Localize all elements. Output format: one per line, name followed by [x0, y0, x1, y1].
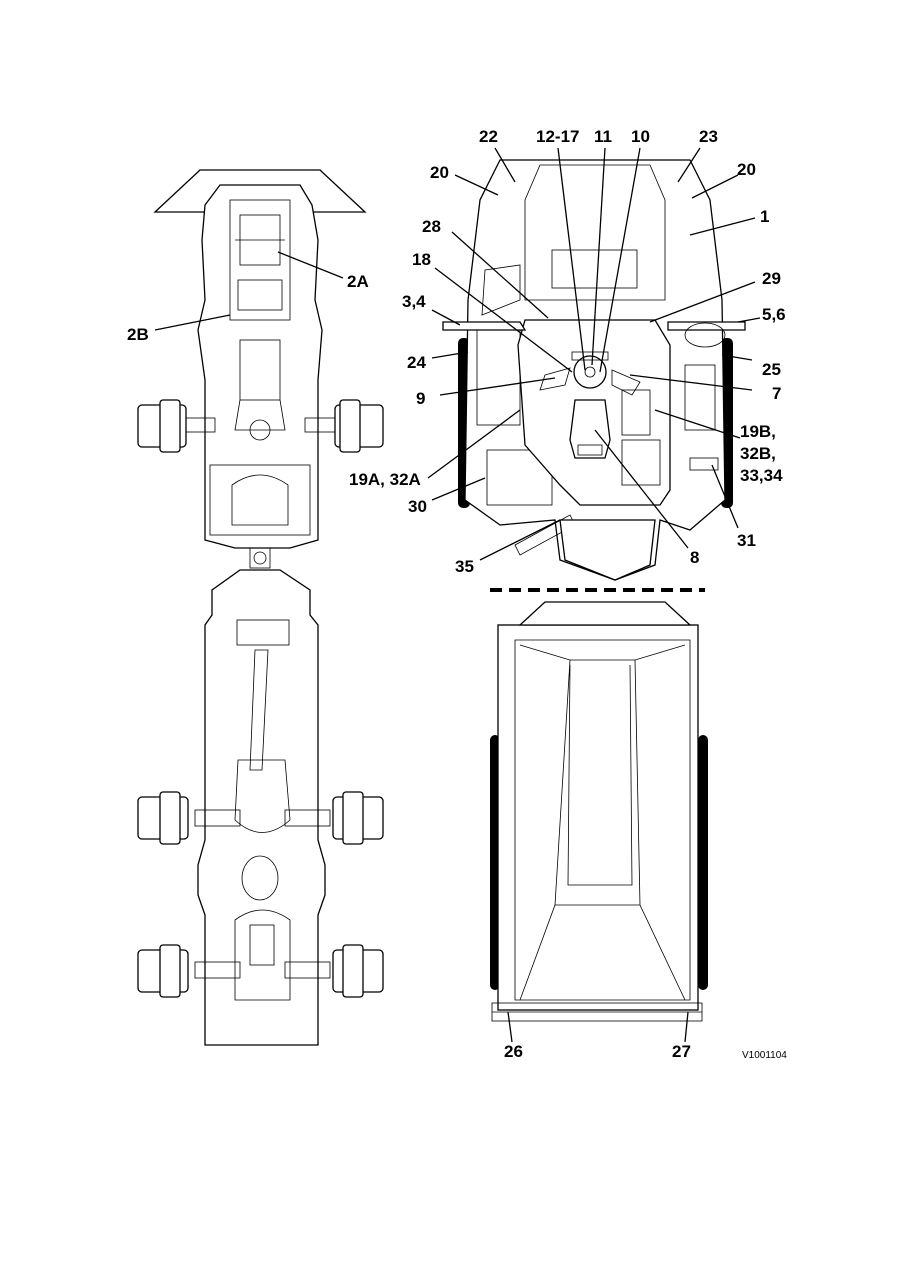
- rear-chassis: [137, 569, 384, 1046]
- callout-1: 1: [760, 207, 769, 226]
- callout-10: 10: [631, 127, 650, 146]
- front-chassis: [137, 169, 384, 569]
- leader-lines: [154, 147, 761, 1043]
- callout-31: 31: [737, 531, 756, 550]
- callout-24: 24: [407, 353, 426, 372]
- callout-12-17: 12-17: [536, 127, 579, 146]
- callout-25: 25: [762, 360, 781, 379]
- callout-20-right: 20: [737, 160, 756, 179]
- callout-19B-line3: 33,34: [740, 466, 783, 485]
- callout-19A-32A: 19A, 32A: [349, 470, 421, 489]
- callout-2A: 2A: [347, 272, 369, 291]
- callout-5-6: 5,6: [762, 305, 786, 324]
- callout-18: 18: [412, 250, 431, 269]
- callout-labels: 2A 2B 22 12-17 11 10 23 20 20 1 28 18 29…: [127, 127, 787, 1061]
- callout-27: 27: [672, 1042, 691, 1061]
- figure-reference: V1001104: [742, 1050, 787, 1061]
- callout-20-left: 20: [430, 163, 449, 182]
- callout-8: 8: [690, 548, 699, 567]
- callout-3-4: 3,4: [402, 292, 426, 311]
- callout-30: 30: [408, 497, 427, 516]
- callout-9: 9: [416, 389, 425, 408]
- callout-28: 28: [422, 217, 441, 236]
- callout-2B: 2B: [127, 325, 149, 344]
- callout-19B-line2: 32B,: [740, 444, 776, 463]
- callout-23: 23: [699, 127, 718, 146]
- dump-body-top-view: [490, 601, 708, 1022]
- callout-22: 22: [479, 127, 498, 146]
- callout-29: 29: [762, 269, 781, 288]
- callout-26: 26: [504, 1042, 523, 1061]
- cab-top-view: [442, 159, 746, 581]
- callout-35: 35: [455, 557, 474, 576]
- callout-11: 11: [594, 127, 612, 146]
- callout-7: 7: [772, 384, 781, 403]
- callout-19B-line1: 19B,: [740, 422, 776, 441]
